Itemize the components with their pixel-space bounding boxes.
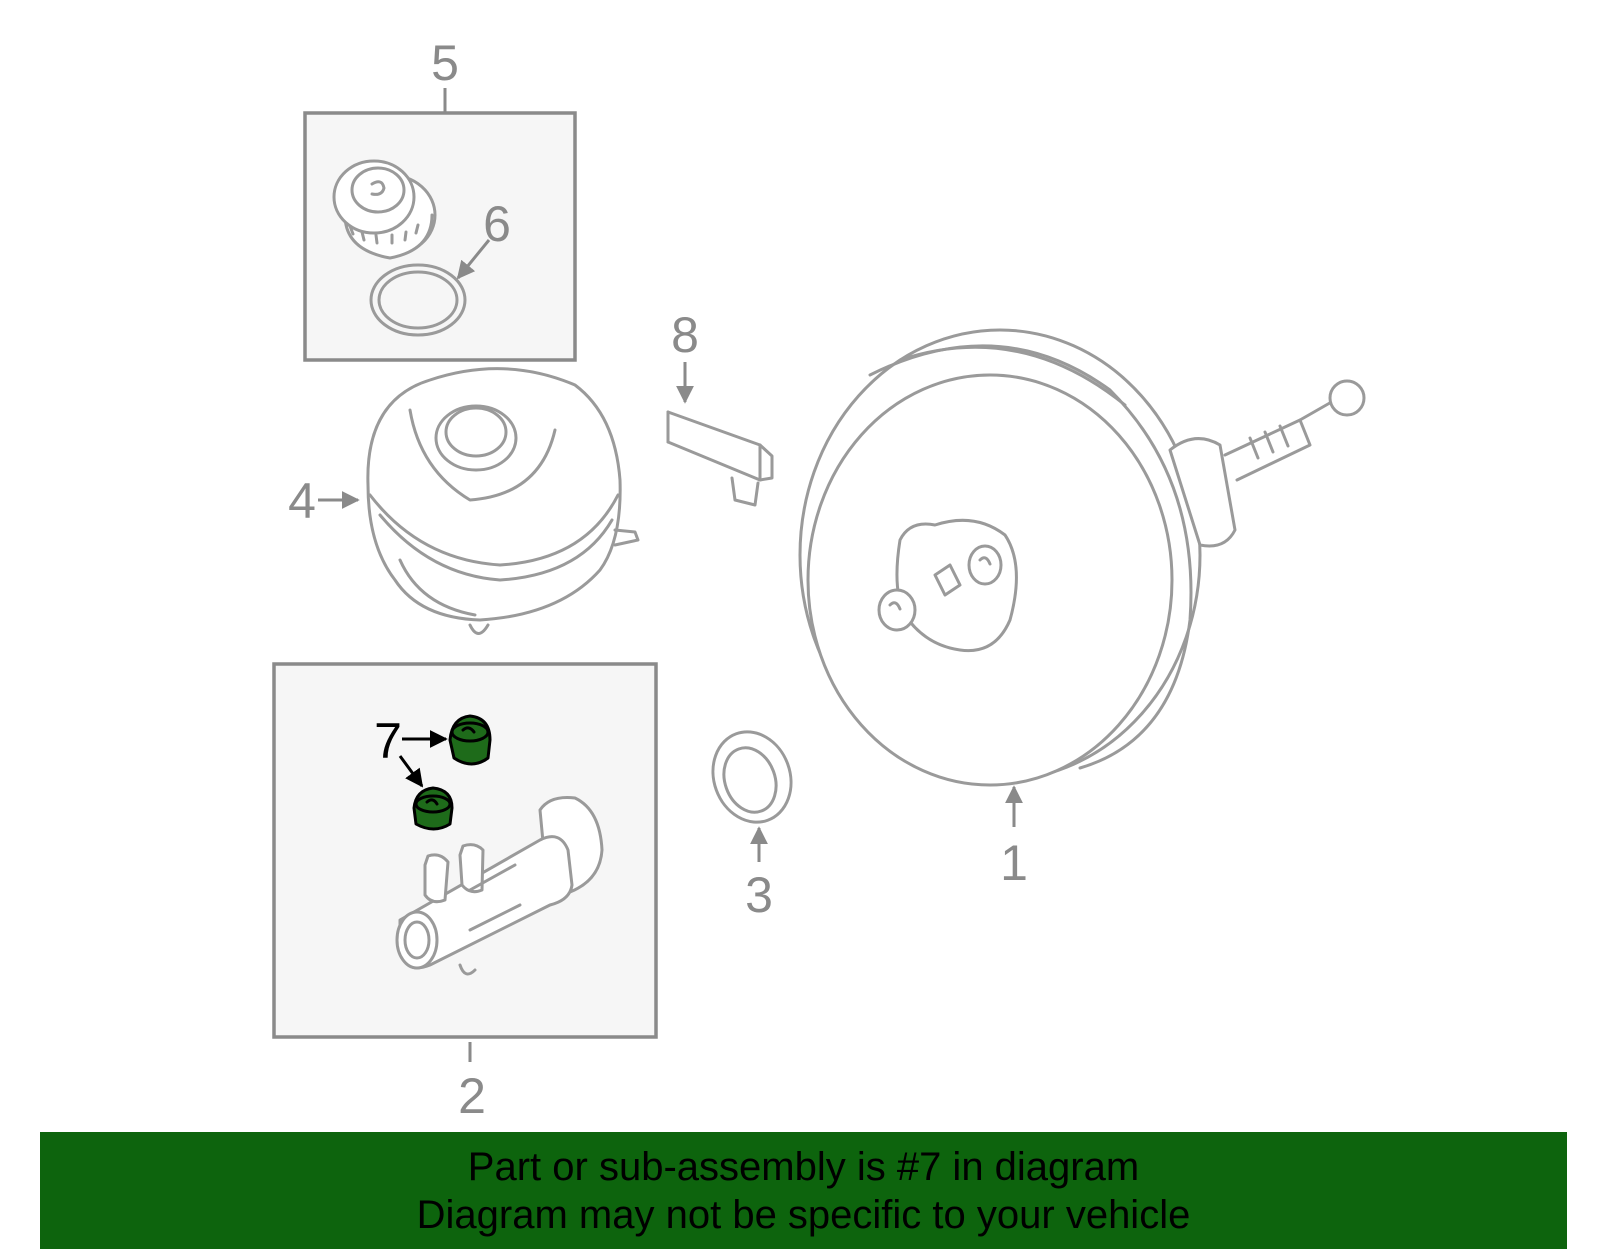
banner-line-1: Part or sub-assembly is #7 in diagram (467, 1144, 1140, 1189)
brake-fluid-reservoir (366, 367, 640, 635)
callout-6: 6 (483, 196, 511, 252)
callout-2: 2 (458, 1068, 486, 1124)
callout-7: 7 (374, 713, 402, 769)
booster-seal (711, 730, 793, 824)
callout-4: 4 (288, 473, 316, 529)
callout-5: 5 (431, 35, 459, 91)
cap-seal-ring (369, 263, 467, 337)
sensor-connector (666, 410, 774, 507)
reservoir-grommet-upper (448, 714, 492, 766)
leader-6 (456, 239, 491, 280)
master-cylinder (395, 796, 604, 976)
leader-7b (398, 755, 424, 788)
callout-8: 8 (671, 307, 699, 363)
reservoir-grommet-lower (412, 786, 454, 831)
brake-booster (798, 328, 1366, 787)
callout-1: 1 (1000, 835, 1028, 891)
reservoir-cap (332, 159, 437, 260)
banner-line-2: Diagram may not be specific to your vehi… (416, 1192, 1191, 1237)
info-banner: Part or sub-assembly is #7 in diagram Di… (40, 1132, 1567, 1249)
callout-3: 3 (745, 867, 773, 923)
